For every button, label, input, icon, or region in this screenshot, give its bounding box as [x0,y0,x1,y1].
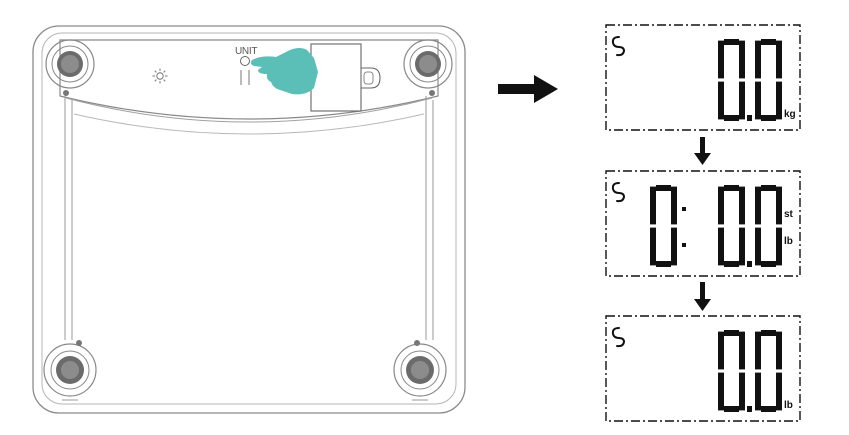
segment-c [776,372,782,411]
segment-e [718,372,724,411]
segment-e [718,81,724,120]
reading-digit-frac [755,185,782,267]
segment-b [739,40,745,79]
segment-d [656,261,671,267]
segment-a [761,330,776,336]
segment-b [671,186,677,225]
segment-e [755,81,761,120]
lcd-panel-3: lb [605,315,801,422]
reading-digit-int [718,39,745,121]
segment-a [761,39,776,45]
lcd-mode-icon [611,327,626,348]
segment-e [650,227,656,266]
segment-a [656,185,671,191]
unit-lb-label: lb [784,236,793,247]
lcd-mode-icon [611,182,626,203]
segment-a [761,185,776,191]
arrow-right-icon [498,75,558,103]
bathroom-scale: UNIT [32,25,466,414]
segment-a [724,185,739,191]
scale-top-housing [59,39,439,120]
reading-decimal-point [747,115,752,121]
reading-digit-frac [755,330,782,412]
segment-b [739,331,745,370]
segment-f [755,331,761,370]
reading-digit-frac [755,39,782,121]
segment-c [776,227,782,266]
segment-c [739,81,745,120]
reading-decimal-point [747,261,752,267]
segment-e [755,372,761,411]
reading-digit-int [718,185,745,267]
segment-c [739,227,745,266]
scale-platform [32,25,466,414]
reading-decimal-point [747,406,752,412]
segment-b [776,331,782,370]
scale-foot-bottom-left [43,340,97,401]
scale-foot-top-right [403,39,453,96]
scale-housing-shadow [73,113,425,135]
scale-housing-lip [65,97,433,123]
segment-d [761,261,776,267]
segment-d [761,406,776,412]
segment-d [724,406,739,412]
arrow-down-icon [694,137,711,165]
unit-label-lb: lb [784,400,793,411]
stone-colon-bottom [682,243,686,247]
unit-st-label: st [784,209,794,220]
unit-label: UNIT [235,46,257,57]
segment-f [718,40,724,79]
stone-colon-top [682,207,686,211]
segment-a [724,330,739,336]
segment-e [755,227,761,266]
scale-foot-top-left [45,39,95,96]
segment-a [724,39,739,45]
scale-glass-edge [41,32,457,405]
lcd-panel-2: st lb [605,170,801,277]
segment-f [650,186,656,225]
segment-d [761,115,776,121]
unit-button[interactable] [240,56,250,86]
unit-label-kg: kg [784,109,796,120]
segment-f [718,186,724,225]
pointing-hand-icon [250,48,318,95]
lcd-panel-1: kg [605,24,801,131]
segment-b [776,186,782,225]
segment-f [718,331,724,370]
lcd-mode-icon [611,36,626,57]
segment-f [755,40,761,79]
segment-c [739,372,745,411]
segment-f [755,186,761,225]
scale-rails [64,96,434,340]
segment-e [718,227,724,266]
segment-c [671,227,677,266]
battery-compartment [310,43,381,112]
segment-b [739,186,745,225]
segment-d [724,261,739,267]
sun-icon [152,68,168,84]
lcd-displays: kg st lb lb [605,24,801,422]
segment-c [776,81,782,120]
scale-foot-bottom-right [393,340,447,401]
reading-digit-stone [650,185,677,267]
arrow-down-icon [694,282,711,311]
reading-digit-int [718,330,745,412]
segment-d [724,115,739,121]
segment-b [776,40,782,79]
